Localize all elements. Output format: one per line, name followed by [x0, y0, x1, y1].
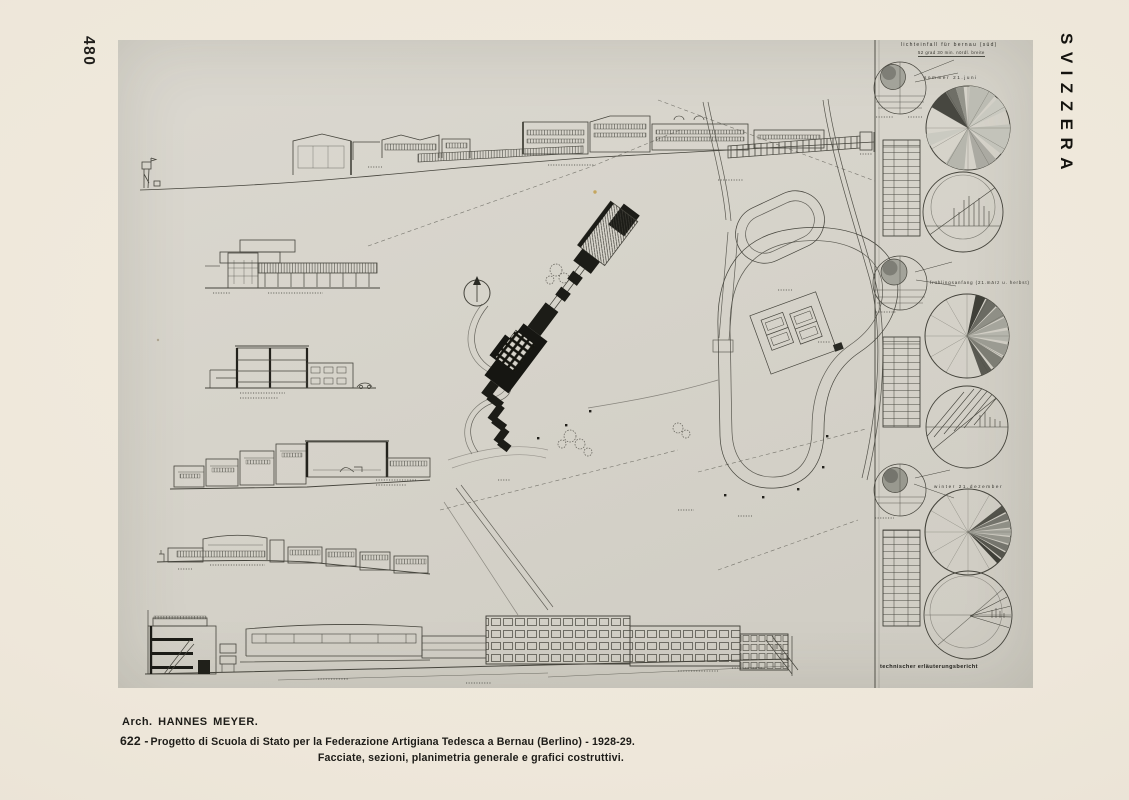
tennis-courts	[749, 291, 844, 375]
plate-photo: lichteinfall für bernau (süd) 52 grad 30…	[118, 40, 1033, 688]
section-cross	[205, 345, 376, 389]
season-label-summer: sommer 21.juni	[924, 75, 978, 80]
car-sketch	[356, 382, 373, 389]
caption-title: 622 -Progetto di Scuola di Stato per la …	[120, 734, 635, 748]
paper-stain	[156, 338, 160, 342]
school-building-plan	[481, 200, 640, 453]
sun-diagram-spring	[872, 255, 1010, 469]
road-trees	[537, 410, 829, 499]
elevation-top	[139, 115, 875, 191]
paper-stain	[593, 190, 597, 194]
section-long	[169, 440, 431, 490]
tree-scribbles	[545, 263, 691, 457]
running-track	[735, 190, 825, 264]
water-tower-sketch	[141, 157, 161, 189]
elevation-bottom	[144, 610, 799, 681]
diagram-column-header: lichteinfall für bernau (süd)	[901, 42, 998, 48]
caption-architect: Arch. HANNES MEYER.	[122, 716, 259, 728]
technical-report-note: technischer erläuterungsbericht	[880, 664, 978, 670]
season-label-spring: frühlingsanfang (21.märz u. herbst)	[930, 280, 1030, 285]
micro-annotations	[178, 116, 922, 684]
section-cut	[147, 610, 217, 675]
compass-icon	[463, 276, 491, 307]
season-label-winter: winter 21.dezember	[934, 484, 1004, 489]
caption-title-text: Progetto di Scuola di Stato per la Feder…	[150, 736, 635, 748]
diagram-column-subheader: 52 grad 30 min. nördl. breite	[918, 50, 985, 58]
page-number: 480	[80, 36, 97, 67]
catalog-number: 622 -	[120, 734, 149, 748]
sun-diagram-summer	[873, 59, 1011, 253]
architectural-drawings	[139, 40, 1013, 688]
elevation-left-upper	[205, 239, 380, 289]
elevation-left-lower	[156, 534, 431, 575]
sun-diagram-column	[872, 40, 1013, 688]
site-plan	[156, 98, 899, 616]
boundary-lines	[367, 99, 876, 571]
sun-diagram-winter	[873, 463, 1013, 660]
furniture-sketch	[339, 466, 363, 473]
caption-subtitle: Facciate, sezioni, planimetria generale …	[317, 752, 624, 764]
region-label: SVIZZERA	[1057, 33, 1076, 178]
